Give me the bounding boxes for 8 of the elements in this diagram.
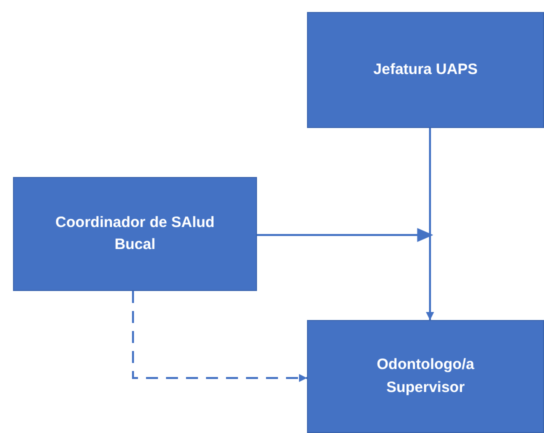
box-label: Jefatura UAPS <box>373 60 478 80</box>
process-box <box>13 177 257 291</box>
box-label: Coordinador de SAlud Bucal <box>54 212 216 255</box>
box-label: Odontologo/a Supervisor <box>376 355 476 398</box>
process-box <box>307 12 544 128</box>
process-box <box>307 320 544 433</box>
arrow <box>257 228 434 320</box>
arrow <box>132 291 307 382</box>
